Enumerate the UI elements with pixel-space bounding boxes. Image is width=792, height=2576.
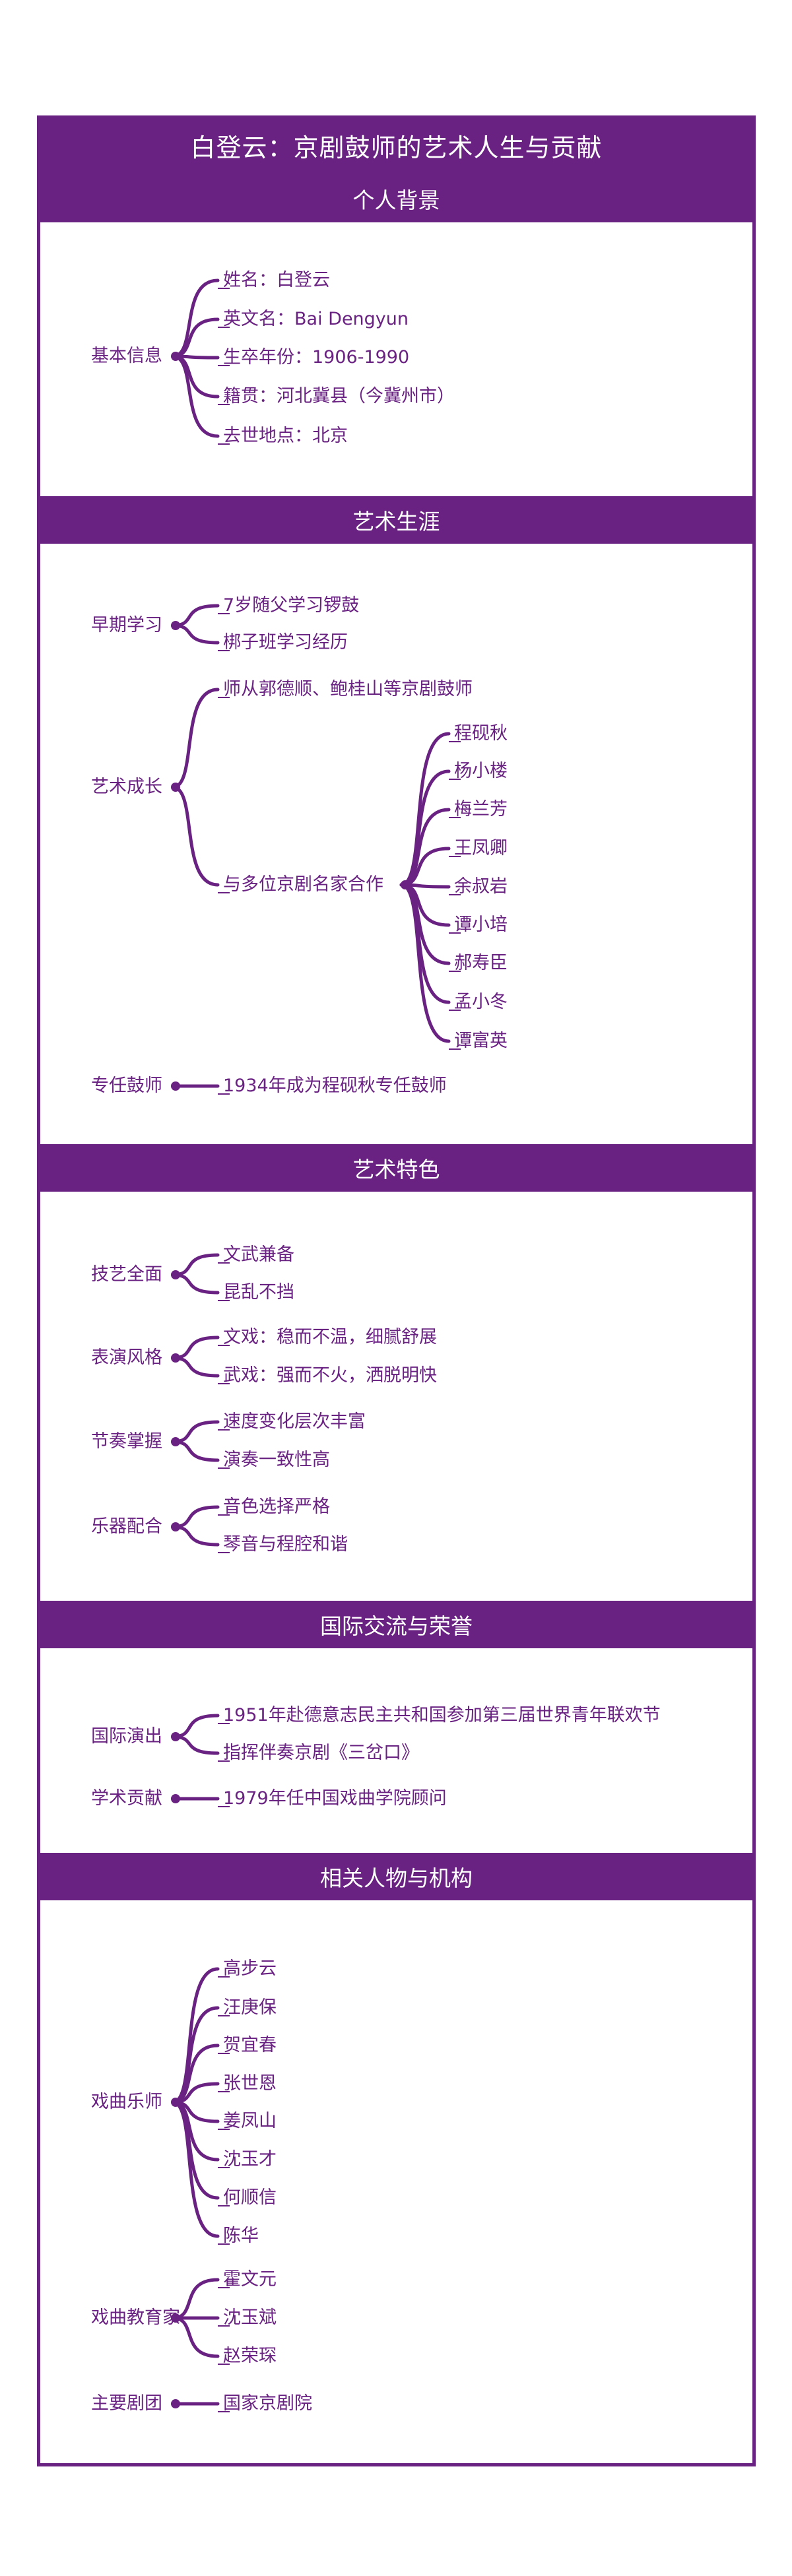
- section-header-related: 相关人物与机构: [37, 1853, 756, 1900]
- leaf-item: 沈玉才: [223, 2149, 277, 2170]
- branch-line: [171, 1440, 220, 1462]
- leaf-item: 指挥伴奏京剧《三岔口》: [223, 1743, 419, 1763]
- leaf-item: 文武兼备: [223, 1244, 294, 1265]
- section-header-features: 艺术特色: [37, 1144, 756, 1192]
- branch-label: 早期学习: [91, 615, 162, 635]
- branch-label: 艺术成长: [91, 777, 162, 797]
- artist-name: 谭富英: [454, 1031, 508, 1051]
- sub-branch-line: [399, 883, 451, 1043]
- branch-line: [171, 354, 220, 399]
- leaf-item: 文戏：稳而不温，细腻舒展: [223, 1327, 437, 1347]
- branch-label: 专任鼓师: [91, 1076, 162, 1096]
- branch-line: [171, 1336, 220, 1360]
- artist-name: 谭小培: [454, 915, 508, 935]
- leaf-item: 速度变化层次丰富: [223, 1411, 366, 1432]
- branch-line: [171, 1273, 220, 1295]
- leaf-item: 师从郭德顺、鲍桂山等京剧鼓师: [223, 679, 473, 699]
- branch-line: [171, 1735, 220, 1755]
- leaf-item: 陈华: [223, 2226, 259, 2246]
- section-header-international: 国际交流与荣誉: [37, 1601, 756, 1648]
- branch-line: [171, 2044, 220, 2104]
- leaf-item: 音色选择严格: [223, 1497, 330, 1517]
- branch-line: [171, 688, 220, 789]
- leaf-item: 何顺信: [223, 2187, 277, 2208]
- branch-label: 基本信息: [91, 346, 162, 366]
- branch-line: [171, 1420, 220, 1444]
- branch-label: 戏曲乐师: [91, 2092, 162, 2112]
- branch-label: 乐器配合: [91, 1516, 162, 1537]
- branch-label: 国际演出: [91, 1726, 162, 1747]
- artist-name: 余叔岩: [454, 876, 508, 897]
- artist-name: 孟小冬: [454, 992, 508, 1012]
- branch-line: [171, 317, 220, 358]
- leaf-item: 1934年成为程砚秋专任鼓师: [223, 1076, 447, 1096]
- branch-line: [171, 785, 220, 887]
- sub-branch-line: [399, 808, 451, 887]
- leaf-item: 梆子班学习经历: [223, 632, 348, 653]
- branch-label: 节奏掌握: [91, 1431, 162, 1452]
- branch-label: 学术贡献: [91, 1788, 162, 1809]
- branch-line: [171, 1525, 220, 1547]
- leaf-item: 1979年任中国戏曲学院顾问: [223, 1788, 447, 1809]
- leaf-item: 演奏一致性高: [223, 1450, 330, 1470]
- section-header-background: 个人背景: [37, 175, 756, 222]
- branch-line: [171, 1505, 220, 1529]
- leaf-item: 7岁随父学习锣鼓: [223, 595, 360, 616]
- branch-line: [171, 2100, 220, 2238]
- artist-name: 王凤卿: [454, 838, 508, 858]
- leaf-item: 汪庚保: [223, 1997, 277, 2018]
- branch-line: [171, 2316, 220, 2358]
- leaf-item: 籍贯：河北冀县（今冀州市）: [223, 386, 455, 406]
- leaf-item: 昆乱不挡: [223, 1282, 294, 1303]
- branch-line: [171, 354, 220, 438]
- branch-line: [171, 1714, 220, 1739]
- branch-line: [171, 604, 220, 628]
- artist-name: 梅兰芳: [454, 799, 508, 820]
- leaf-item: 姜凤山: [223, 2111, 277, 2131]
- leaf-item: 与多位京剧名家合作: [223, 874, 383, 895]
- branch-line: [171, 1253, 220, 1277]
- leaf-item: 英文名：Bai Dengyun: [223, 309, 409, 329]
- artist-name: 程砚秋: [454, 723, 508, 744]
- artist-name: 杨小楼: [454, 761, 508, 781]
- leaf-item: 去世地点：北京: [223, 426, 348, 446]
- page-title: 白登云：京剧鼓师的艺术人生与贡献: [37, 115, 756, 175]
- leaf-item: 霍文元: [223, 2269, 277, 2290]
- leaf-item: 武戏：强而不火，洒脱明快: [223, 1365, 437, 1386]
- branch-label: 表演风格: [91, 1347, 162, 1368]
- branch-label: 技艺全面: [91, 1264, 162, 1285]
- branch-line: [171, 2100, 220, 2162]
- leaf-item: 张世恩: [223, 2073, 277, 2094]
- branch-label: 戏曲教育家: [91, 2307, 180, 2328]
- section-header-career: 艺术生涯: [37, 496, 756, 544]
- branch-line: [171, 624, 220, 645]
- leaf-item: 生卒年份：1906-1990: [223, 347, 410, 368]
- leaf-item: 国家京剧院: [223, 2393, 312, 2414]
- leaf-item: 高步云: [223, 1958, 277, 1979]
- branch-line: [171, 1356, 220, 1378]
- leaf-item: 姓名：白登云: [223, 270, 330, 290]
- leaf-item: 琴音与程腔和谐: [223, 1534, 348, 1555]
- leaf-item: 贺宜春: [223, 2035, 277, 2055]
- branch-label: 主要剧团: [91, 2393, 162, 2414]
- leaf-item: 沈玉斌: [223, 2307, 277, 2328]
- leaf-item: 1951年赴德意志民主共和国参加第三届世界青年联欢节: [223, 1705, 661, 1725]
- leaf-item: 赵荣琛: [223, 2346, 277, 2366]
- artist-name: 郝寿臣: [454, 953, 508, 973]
